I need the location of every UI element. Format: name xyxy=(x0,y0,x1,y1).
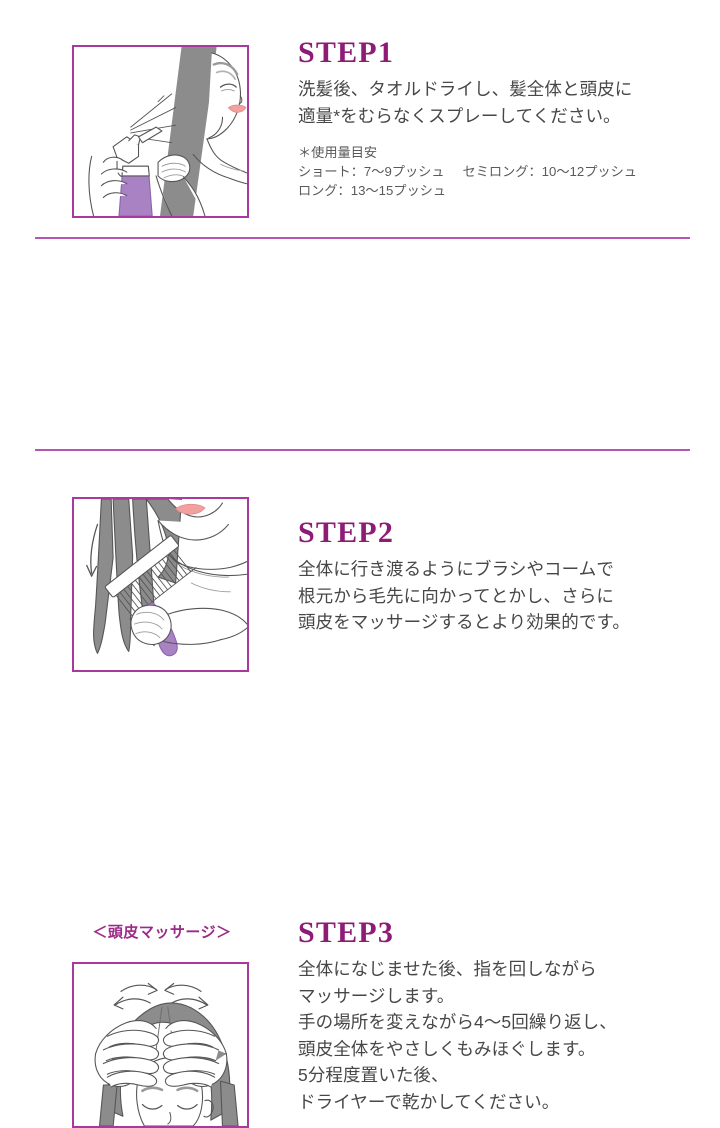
step-1-note-dosage-line-2: ロング：13〜15プッシュ xyxy=(298,181,708,200)
section-divider-1 xyxy=(35,237,690,239)
step-3-heading: STEP3 xyxy=(298,916,395,949)
dosage-short: ショート：7〜9プッシュ xyxy=(298,164,445,180)
step-1-heading: STEP1 xyxy=(298,36,395,69)
step-2-heading: STEP2 xyxy=(298,516,395,549)
step-1-section: STEP1 洗髪後、タオルドライし、髪全体と頭皮に 適量*をむらなくスプレーして… xyxy=(0,0,720,238)
step-1-body: 洗髪後、タオルドライし、髪全体と頭皮に 適量*をむらなくスプレーしてください。 xyxy=(298,79,633,126)
dosage-semilong: セミロング：10〜12プッシュ xyxy=(462,164,637,180)
step-3-body: 全体になじませた後、指を回しながら マッサージします。 手の場所を変えながら4〜… xyxy=(298,959,617,1112)
step-1-note-dosage-line-1: ショート：7〜9プッシュ セミロング：10〜12プッシュ xyxy=(298,162,708,181)
step-2-text-block: STEP2 全体に行き渡るようにブラシやコームで 根元から毛先に向かってとかし、… xyxy=(298,518,708,636)
section-divider-2 xyxy=(35,449,690,451)
step-3-section: ＜頭皮マッサージ＞ xyxy=(0,450,720,1128)
comb-illustration-svg xyxy=(86,499,247,657)
step-2-section: STEP2 全体に行き渡るようにブラシやコームで 根元から毛先に向かってとかし、… xyxy=(0,238,720,672)
dosage-long: ロング：13〜15プッシュ xyxy=(298,183,447,199)
massage-illustration-svg xyxy=(94,982,239,1126)
step-3-text-block: STEP3 全体になじませた後、指を回しながら マッサージします。 手の場所を変… xyxy=(298,918,708,1116)
step-2-body: 全体に行き渡るようにブラシやコームで 根元から毛先に向かってとかし、さらに 頭皮… xyxy=(298,559,630,633)
scalp-massage-caption: ＜頭皮マッサージ＞ xyxy=(92,924,232,941)
step-1-text-block: STEP1 洗髪後、タオルドライし、髪全体と頭皮に 適量*をむらなくスプレーして… xyxy=(298,38,708,201)
comb-brushing-illustration xyxy=(72,497,249,672)
step-1-note-title: ＊使用量目安 xyxy=(298,145,378,161)
spray-illustration-svg xyxy=(88,47,247,216)
scalp-massage-illustration xyxy=(72,962,249,1128)
spray-application-illustration xyxy=(72,45,249,218)
